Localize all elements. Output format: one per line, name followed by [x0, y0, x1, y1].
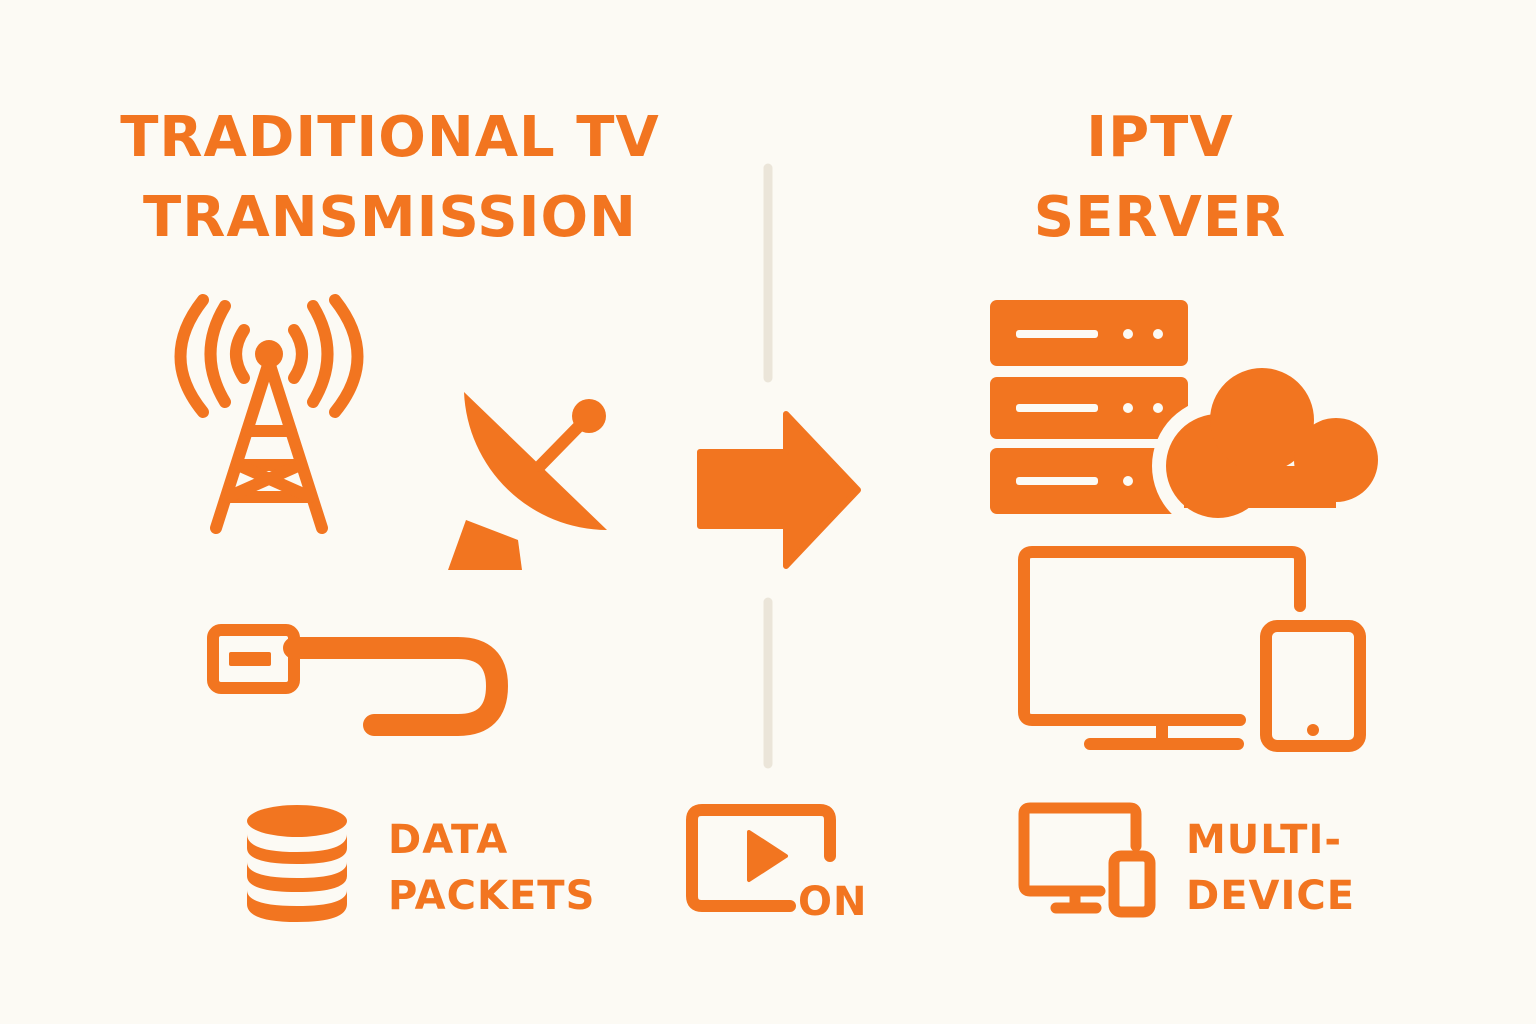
iptv-server-title-line1: IPTV — [1086, 105, 1234, 170]
traditional-tv-title: TRADITIONAL TV TRANSMISSION — [90, 98, 690, 258]
traditional-tv-title-line2: TRANSMISSION — [143, 185, 637, 250]
data-packets-line2: PACKETS — [388, 873, 596, 919]
monitor-icon — [1018, 546, 1306, 750]
traditional-tv-title-line1: TRADITIONAL TV — [120, 105, 660, 170]
cloud-icon — [1152, 352, 1394, 534]
iptv-server-title: IPTV SERVER — [960, 98, 1360, 258]
video-play-icon — [686, 804, 836, 912]
multi-device-icon — [1018, 802, 1156, 918]
arrow-right-icon — [697, 411, 861, 569]
multi-device-line2: DEVICE — [1186, 873, 1356, 919]
cable-icon — [207, 624, 508, 736]
server-rack-icon — [990, 300, 1188, 514]
on-label: ON — [798, 879, 868, 925]
data-packets-line1: DATA — [388, 817, 509, 863]
broadcast-tower-icon — [174, 294, 364, 534]
data-packets-label: DATA PACKETS — [388, 812, 595, 924]
multi-device-label: MULTI- DEVICE — [1186, 812, 1355, 924]
database-icon — [247, 805, 347, 922]
tablet-icon — [1260, 620, 1366, 752]
iptv-server-title-line2: SERVER — [1033, 185, 1287, 250]
satellite-dish-icon — [448, 392, 607, 570]
multi-device-line1: MULTI- — [1186, 817, 1342, 863]
